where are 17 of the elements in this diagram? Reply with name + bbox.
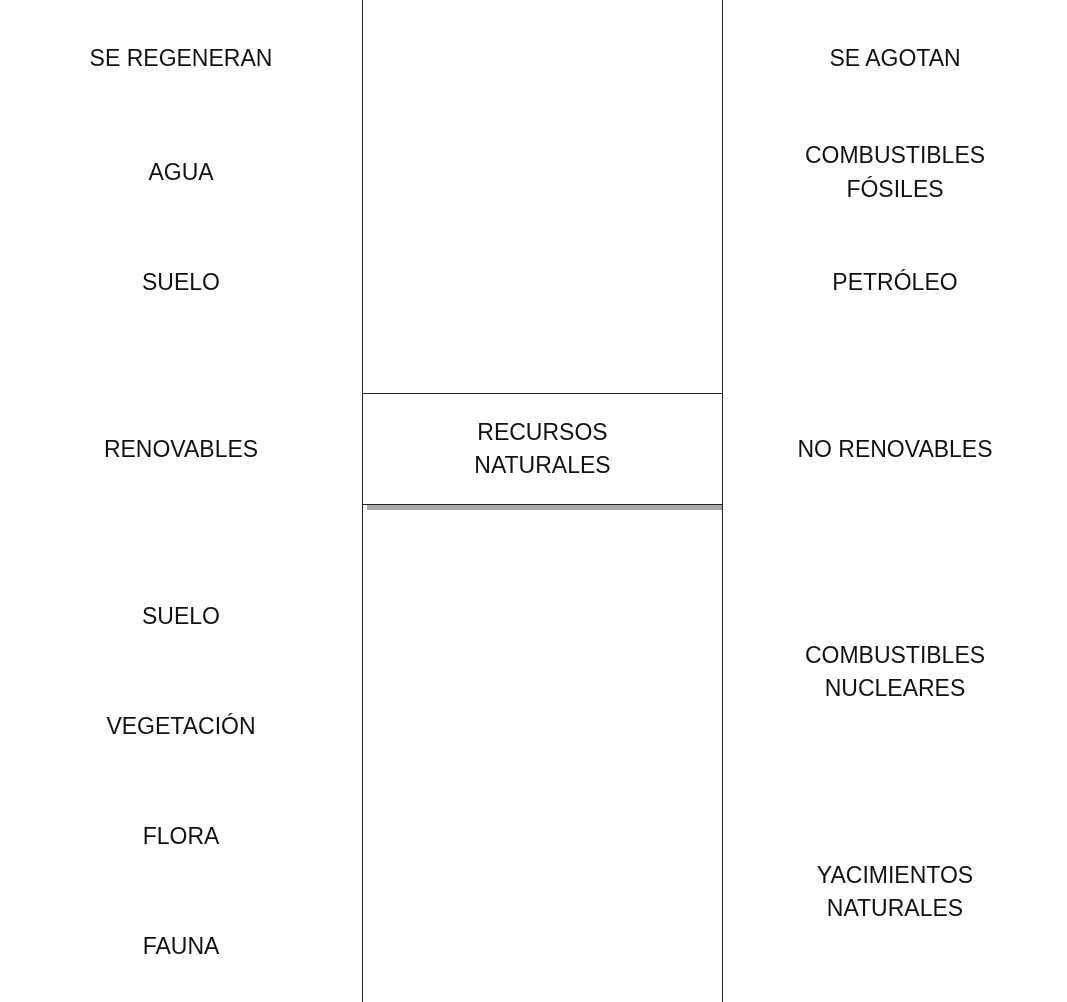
cell-label: RENOVABLES: [103, 435, 259, 465]
cell-label: COMBUSTIBLES FÓSILES: [803, 141, 987, 204]
cell-label: YACIMIENTOS NATURALES: [815, 860, 975, 923]
table-cell-box: [0, 892, 363, 1002]
cell-label: SE REGENERAN: [89, 43, 273, 73]
cell-label: FAUNA: [142, 932, 220, 962]
cell-label: SUELO: [142, 268, 220, 298]
cell-label: PETRÓLEO: [832, 268, 958, 298]
cell-label: AGUA: [148, 157, 214, 187]
cell-label: SE AGOTAN: [829, 43, 961, 73]
cell-label: RECURSOS NATURALES: [473, 417, 612, 480]
cell-label: SUELO: [142, 602, 220, 632]
cell-label: COMBUSTIBLES NUCLEARES: [803, 640, 987, 703]
cell-label: FLORA: [142, 822, 220, 852]
cell-label: VEGETACIÓN: [106, 712, 256, 742]
cell-label: NO RENOVABLES: [797, 435, 993, 465]
table-cell-box: [722, 782, 1067, 1002]
